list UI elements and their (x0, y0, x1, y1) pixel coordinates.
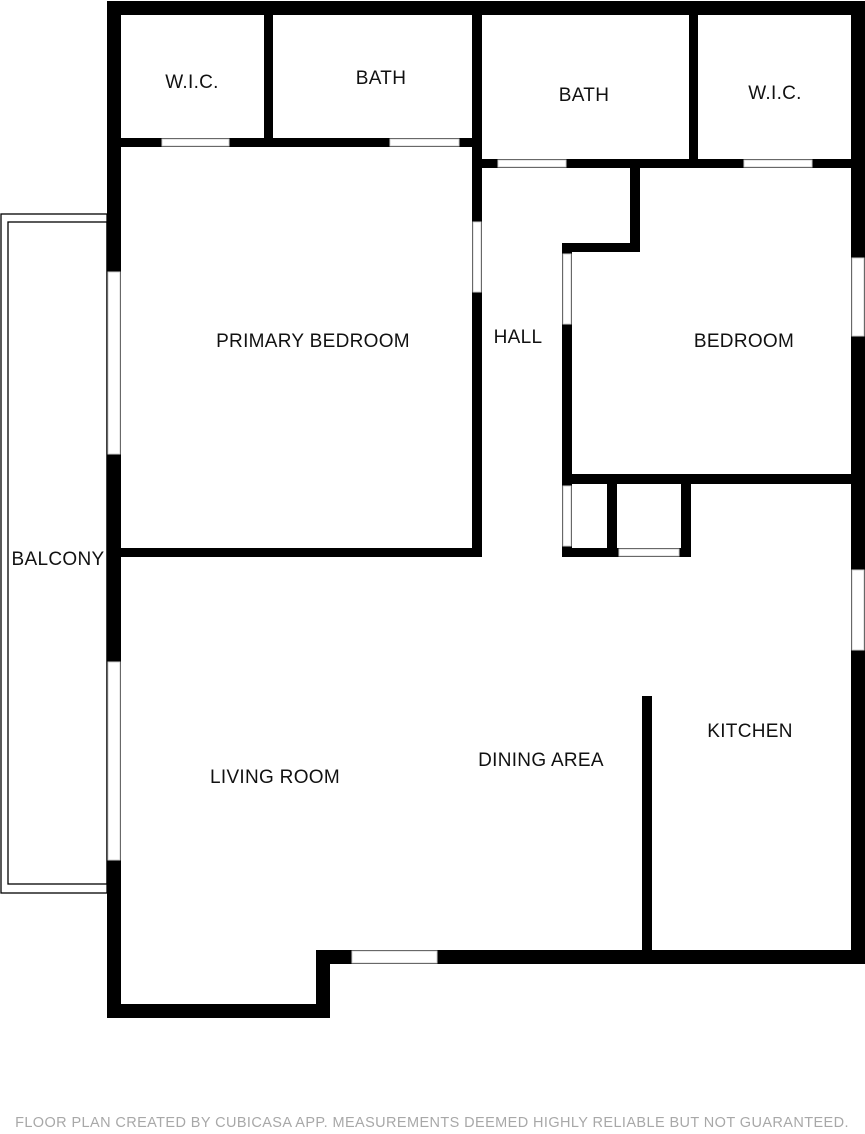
wall-bottom-right (316, 950, 865, 964)
door-closet-b (618, 548, 680, 557)
wall-wic-bath-divider (264, 1, 273, 147)
door-bedroom (562, 253, 572, 325)
interior-walls (107, 1, 865, 964)
label-bath-right: BATH (559, 85, 609, 106)
label-living-room: LIVING ROOM (210, 767, 340, 788)
door-openings (161, 138, 813, 557)
label-wic-right: W.I.C. (748, 83, 802, 104)
wall-left (107, 1, 121, 1018)
wall-closet-a-right (607, 474, 617, 557)
label-primary-bedroom: PRIMARY BEDROOM (216, 331, 410, 352)
label-bath-left: BATH (356, 68, 406, 89)
wall-hall-closet-bottom (562, 243, 640, 252)
wall-hall-closet-right (630, 168, 640, 252)
wall-primary-bedroom-bottom (107, 548, 482, 557)
window-balcony-upper (107, 271, 121, 455)
wall-top (107, 1, 865, 15)
door-closet-a (562, 485, 572, 547)
window-south (351, 950, 438, 964)
label-wic-left: W.I.C. (165, 72, 219, 93)
door-bath-left (389, 138, 460, 147)
wall-kitchen-divider (642, 696, 652, 964)
door-wic-right (743, 159, 813, 168)
wall-bottom-left (107, 1004, 330, 1018)
footer-disclaimer: FLOOR PLAN CREATED BY CUBICASA APP. MEAS… (15, 1115, 849, 1131)
window-bedroom-east (851, 257, 865, 337)
label-kitchen: KITCHEN (707, 721, 793, 742)
wall-primary-bedroom-right (472, 147, 482, 557)
wall-bottom-notch (316, 950, 330, 1018)
label-balcony: BALCONY (12, 549, 105, 570)
wall-closets-bottom-left (107, 138, 482, 147)
window-balcony-lower (107, 661, 121, 861)
label-dining-area: DINING AREA (478, 750, 604, 771)
wall-bath-left-right (472, 1, 482, 161)
door-wic-left (161, 138, 230, 147)
wall-closets-bottom-right (482, 159, 865, 168)
label-bedroom: BEDROOM (694, 331, 794, 352)
door-primary-bedroom (472, 221, 482, 293)
exterior-walls (107, 1, 865, 1018)
wall-closet-b-right (681, 474, 691, 557)
room-labels: W.I.C. BATH BATH W.I.C. PRIMARY BEDROOM … (12, 68, 802, 788)
wall-bath-wic-divider (689, 1, 698, 168)
door-bath-right (497, 159, 567, 168)
wall-bedroom-left (562, 243, 572, 557)
wall-bedroom-bottom (562, 474, 865, 484)
label-hall: HALL (494, 327, 543, 348)
window-kitchen-east (851, 569, 865, 651)
windows (107, 257, 865, 964)
